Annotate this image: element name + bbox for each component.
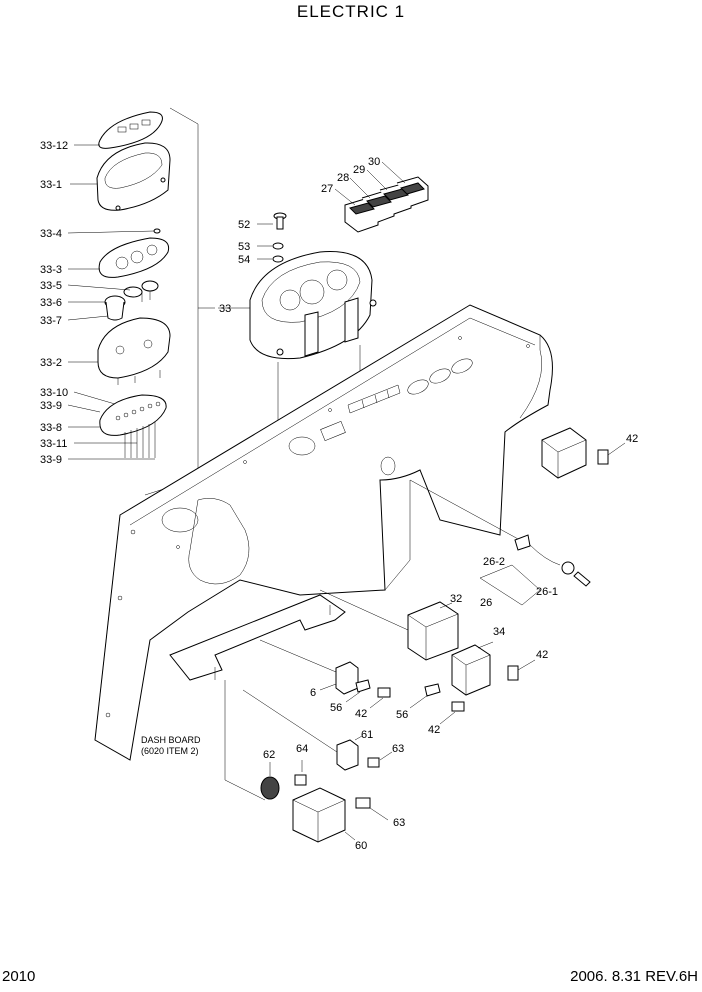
callout-34: 34 bbox=[493, 626, 505, 638]
part-6-relay bbox=[335, 661, 359, 695]
callout-33-12: 33-12 bbox=[40, 140, 68, 152]
part-56-clip-b bbox=[424, 683, 441, 697]
callout-42-mid: 42 bbox=[536, 649, 548, 661]
callout-29: 29 bbox=[353, 164, 365, 176]
callout-33-6: 33-6 bbox=[40, 297, 62, 309]
callout-53: 53 bbox=[238, 241, 250, 253]
callout-26-2: 26-2 bbox=[483, 556, 505, 568]
callout-33: 33 bbox=[219, 303, 231, 315]
part-62-cap bbox=[260, 776, 280, 800]
revision-date: 2006. 8.31 REV.6H bbox=[570, 968, 698, 985]
callout-6: 6 bbox=[310, 687, 316, 699]
part-33-5-gauge bbox=[123, 280, 159, 302]
part-33-6-gauge bbox=[104, 295, 126, 321]
callout-33-10: 33-10 bbox=[40, 387, 68, 399]
callout-33-9-lower: 33-9 bbox=[40, 454, 62, 466]
part-34-relay bbox=[451, 644, 519, 696]
callout-33-1: 33-1 bbox=[40, 179, 62, 191]
callout-63-lower: 63 bbox=[393, 817, 405, 829]
callout-56-right: 56 bbox=[396, 709, 408, 721]
part-33-3-dial-plate bbox=[98, 237, 170, 278]
part-27-30-rocker-switches bbox=[344, 176, 429, 233]
part-42-bolt-c bbox=[377, 687, 391, 698]
callout-56-left: 56 bbox=[330, 702, 342, 714]
callout-33-8: 33-8 bbox=[40, 422, 62, 434]
part-42-bolt-d bbox=[451, 701, 465, 712]
dash-board-note-line1: DASH BOARD bbox=[141, 735, 201, 745]
part-33-4 bbox=[153, 228, 161, 234]
callout-27: 27 bbox=[321, 183, 333, 195]
part-53-washer bbox=[272, 242, 284, 250]
callout-26-1: 26-1 bbox=[536, 586, 558, 598]
callout-labels: 33-12 33-1 33-4 33-3 33-5 33-6 33-7 33-2… bbox=[40, 140, 638, 852]
callout-62: 62 bbox=[263, 749, 275, 761]
callout-61: 61 bbox=[361, 729, 373, 741]
dash-board-note-line2: (6020 ITEM 2) bbox=[141, 746, 199, 756]
callout-33-5: 33-5 bbox=[40, 280, 62, 292]
left-leaders bbox=[67, 144, 155, 460]
part-42-relay-box bbox=[541, 427, 609, 479]
callout-60: 60 bbox=[355, 840, 367, 852]
callout-33-3: 33-3 bbox=[40, 264, 62, 276]
part-61-relay bbox=[336, 739, 380, 771]
part-52-screw bbox=[273, 212, 287, 230]
callout-64: 64 bbox=[296, 743, 308, 755]
part-33-1-bezel bbox=[96, 142, 171, 211]
callout-30: 30 bbox=[368, 156, 380, 168]
callout-33-7: 33-7 bbox=[40, 315, 62, 327]
part-33-9-circuit-board bbox=[99, 394, 167, 458]
part-32-relay bbox=[407, 601, 459, 661]
part-33-2-housing bbox=[97, 317, 171, 385]
page-number: 2010 bbox=[2, 968, 36, 985]
callout-33-11: 33-11 bbox=[40, 438, 67, 450]
part-60-module bbox=[292, 787, 371, 843]
callout-63-upper: 63 bbox=[392, 743, 404, 755]
callout-32: 32 bbox=[450, 593, 462, 605]
callout-42-right: 42 bbox=[428, 724, 440, 736]
part-33-12-lens-cover bbox=[98, 111, 163, 149]
callout-33-4: 33-4 bbox=[40, 228, 62, 240]
callout-33-9-upper: 33-9 bbox=[40, 400, 62, 412]
page-title: ELECTRIC 1 bbox=[296, 2, 406, 21]
part-56-clip-a bbox=[355, 679, 371, 693]
dash-board bbox=[94, 304, 553, 761]
part-54-washer bbox=[272, 255, 284, 263]
callout-54: 54 bbox=[238, 254, 250, 266]
part-26-key-switch bbox=[409, 479, 591, 606]
callout-42-top: 42 bbox=[626, 433, 638, 445]
callout-26: 26 bbox=[480, 597, 492, 609]
callout-42-left: 42 bbox=[355, 708, 367, 720]
callout-52: 52 bbox=[238, 219, 250, 231]
part-33-instrument-panel bbox=[249, 251, 377, 360]
part-64-bolt bbox=[294, 774, 307, 786]
callout-33-2: 33-2 bbox=[40, 357, 62, 369]
callout-28: 28 bbox=[337, 172, 349, 184]
